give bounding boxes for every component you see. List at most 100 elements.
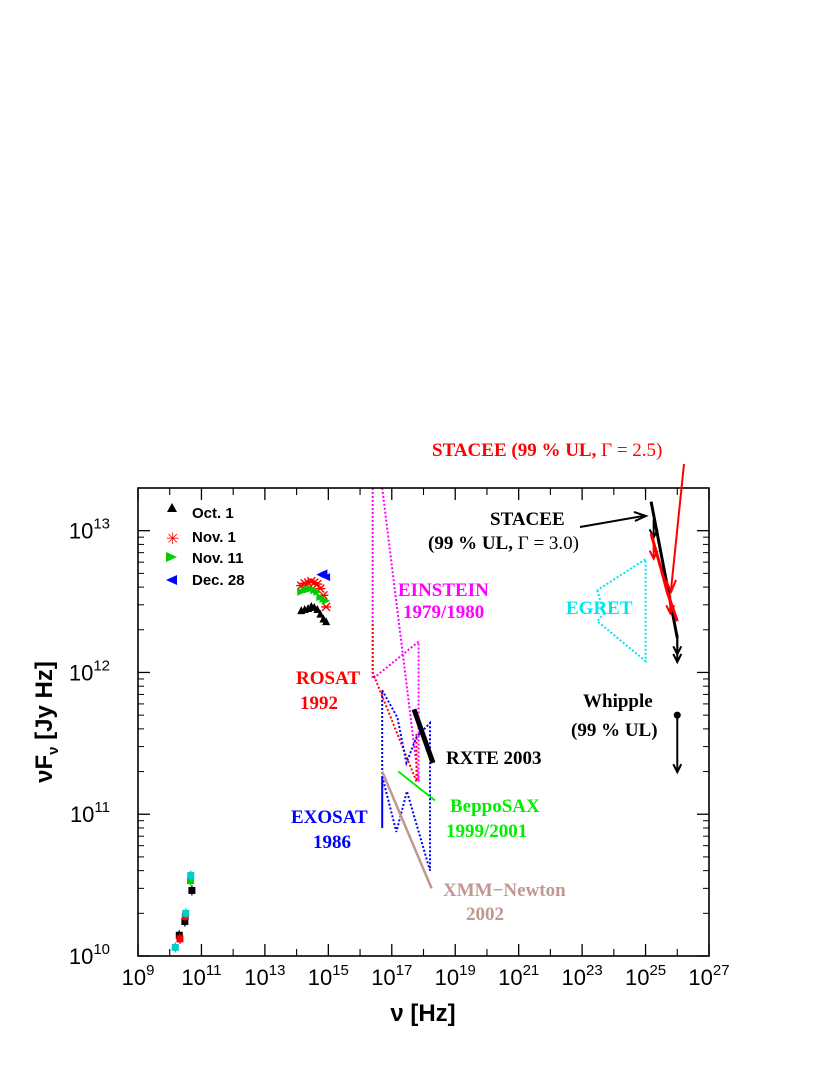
x-tick-exponent: 9 [146, 962, 154, 979]
xray-bowtie-einstein [371, 488, 420, 782]
x-tick-exponent: 13 [269, 962, 286, 979]
x-tick-base: 10 [625, 965, 649, 990]
stacee-black-pointer-head [633, 511, 649, 522]
stacee-red-ul-arrow-head [665, 604, 676, 616]
legend-label-nov11: Nov. 11 [192, 550, 243, 567]
rosat-label-1: ROSAT [296, 668, 360, 689]
optical-point-series-3 [319, 569, 328, 578]
x-tick-base: 10 [181, 965, 205, 990]
x-tick-label: 1019 [435, 962, 476, 990]
rxte-label: RXTE 2003 [446, 748, 542, 769]
egret-label: EGRET [566, 598, 633, 619]
xray-line-rxte [411, 708, 436, 764]
y-tick-label: 1011 [70, 799, 110, 827]
legend-marker-nov1: ✳ [166, 531, 179, 548]
radio-point [188, 886, 196, 894]
rosat-label-2: 1992 [300, 693, 338, 714]
legend-marker-oct1 [167, 503, 177, 512]
x-tick-exponent: 27 [713, 962, 730, 979]
x-tick-label: 109 [122, 962, 155, 990]
y-axis-label-sub: ν [45, 747, 62, 755]
x-tick-label: 1017 [371, 962, 412, 990]
x-tick-base: 10 [688, 965, 712, 990]
x-tick-base: 10 [308, 965, 332, 990]
egret-bowtie [595, 557, 647, 664]
radio-point [175, 931, 183, 939]
optical-point-series-0 [313, 605, 322, 614]
whipple-ul-arrow-head [672, 763, 683, 775]
stacee-red-ul-arrow-head [648, 550, 659, 561]
stacee-red-label: STACEE (99 % UL, Γ = 2.5) [432, 440, 662, 461]
stacee-black-line [649, 501, 679, 639]
einstein-label-1: EINSTEIN [398, 580, 489, 601]
legend-marker-dec28 [166, 575, 177, 585]
y-tick-exponent: 11 [94, 799, 110, 816]
y-axis-label: νFν [Jy Hz] [31, 661, 62, 783]
radio-point [182, 909, 190, 917]
xmm-label-2: 2002 [466, 904, 504, 925]
x-tick-exponent: 23 [586, 962, 603, 979]
stacee-red-label-a: STACEE (99 % UL, [432, 440, 601, 461]
x-tick-base: 10 [244, 965, 268, 990]
stacee-red-pointer-head [665, 579, 677, 595]
x-tick-label: 1013 [244, 962, 285, 990]
stacee-red-line [649, 533, 679, 622]
stacee-black-end-arrow-head [672, 653, 683, 665]
optical-point-series-3 [322, 573, 331, 582]
y-tick-base: 10 [69, 519, 93, 544]
stacee-black-label-2: (99 % UL, Γ = 3.0) [428, 533, 579, 554]
stacee-red-gamma: Γ [601, 440, 612, 461]
x-tick-label: 1027 [688, 962, 729, 990]
y-tick-exponent: 13 [93, 516, 110, 533]
y-tick-label: 1012 [69, 657, 110, 685]
stacee-black-pointer [579, 515, 644, 528]
x-axis-label: ν [Hz] [390, 1000, 455, 1027]
stacee-red-pointer [670, 463, 685, 591]
xray-line-bepposax [397, 770, 436, 802]
y-tick-label: 1013 [69, 516, 110, 544]
x-tick-base: 10 [371, 965, 395, 990]
x-tick-exponent: 11 [206, 962, 222, 979]
radio-point [176, 935, 184, 943]
bepposax-label-2: 1999/2001 [446, 821, 527, 842]
x-tick-base: 10 [122, 965, 146, 990]
y-tick-exponent: 12 [93, 657, 110, 674]
x-tick-label: 1021 [498, 962, 539, 990]
x-tick-base: 10 [498, 965, 522, 990]
x-tick-base: 10 [435, 965, 459, 990]
x-tick-exponent: 21 [523, 962, 540, 979]
xmm-label-1: XMM−Newton [443, 880, 566, 901]
stacee-black-label-1: STACEE [490, 509, 565, 530]
whipple-label-2: (99 % UL) [571, 720, 658, 741]
radio-point [181, 918, 189, 926]
optical-point-series-0 [322, 617, 331, 626]
einstein-label-2: 1979/1980 [403, 602, 484, 623]
legend-label-oct1: Oct. 1 [192, 505, 234, 522]
y-axis-label-nu: νF [31, 755, 58, 783]
x-tick-base: 10 [562, 965, 586, 990]
legend-marker-nov11 [166, 552, 177, 562]
radio-point [187, 871, 195, 879]
y-tick-exponent: 10 [93, 941, 110, 958]
stacee-black-gamma: Γ [518, 533, 529, 554]
exosat-label-1: EXOSAT [291, 807, 368, 828]
radio-point [171, 943, 179, 951]
x-tick-exponent: 15 [332, 962, 349, 979]
x-tick-exponent: 19 [459, 962, 476, 979]
whipple-label-1: Whipple [583, 691, 653, 712]
y-tick-label: 1010 [69, 941, 110, 969]
xray-bowtie-rosat [371, 623, 418, 782]
xray-bowtie-exosat [381, 689, 431, 871]
x-tick-exponent: 17 [396, 962, 413, 979]
legend: Oct. 1 ✳ Nov. 1 Nov. 11 Dec. 28 [166, 503, 245, 589]
annotations: EINSTEIN 1979/1980 ROSAT 1992 EXOSAT 198… [291, 440, 662, 925]
y-tick-base: 10 [69, 660, 93, 685]
x-tick-exponent: 25 [649, 962, 666, 979]
stacee-red-label-b: = 2.5) [612, 440, 662, 461]
y-axis-label-rest: [Jy Hz] [31, 661, 58, 746]
x-tick-label: 1023 [562, 962, 603, 990]
xray-line-xmm [381, 771, 433, 889]
x-tick-label: 1011 [181, 962, 221, 990]
y-tick-base: 10 [70, 802, 94, 827]
optical-point-series-2 [313, 587, 322, 596]
